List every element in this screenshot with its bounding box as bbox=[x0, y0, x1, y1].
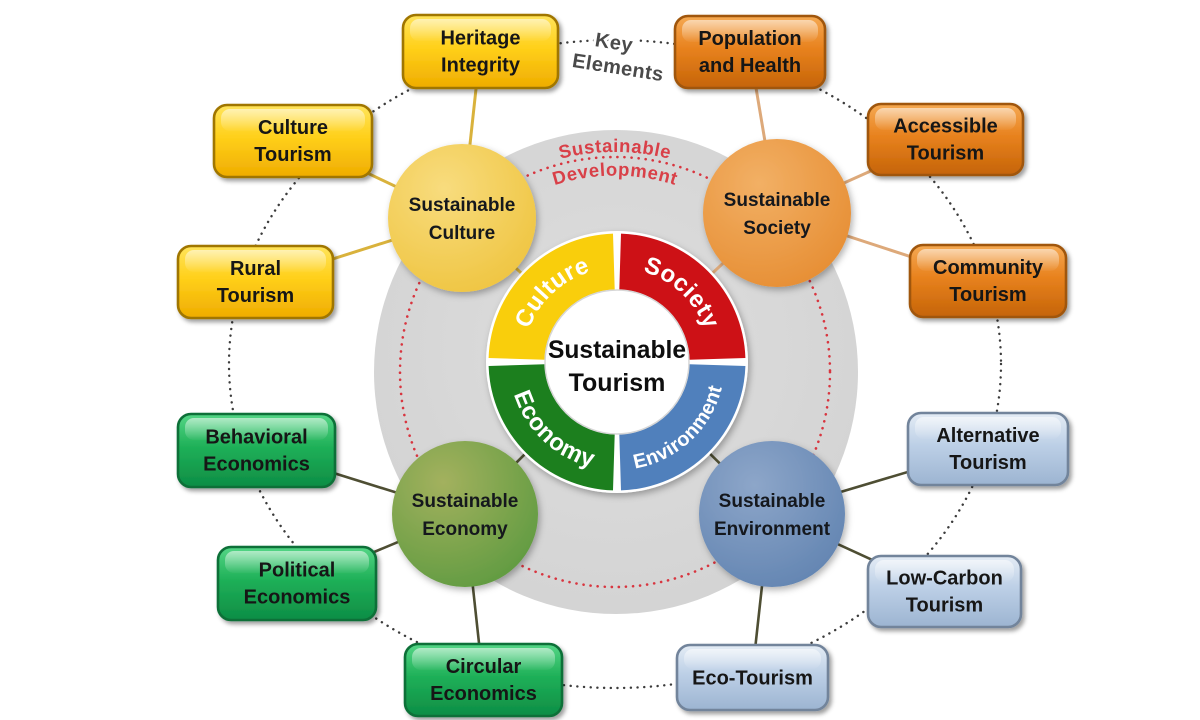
core-ring: Culture Society Environment Economy Sust… bbox=[486, 231, 748, 493]
box-surface bbox=[401, 13, 560, 90]
hub-culture-line2: Culture bbox=[429, 223, 496, 244]
hub-environment-line1: Sustainable bbox=[719, 491, 826, 512]
box-accessible-tourism: Accessible Tourism bbox=[866, 102, 1025, 177]
sustainable-development-dotted-ring bbox=[398, 155, 832, 589]
core-circle bbox=[544, 289, 690, 435]
core-title-line2: Tourism bbox=[569, 369, 666, 397]
box-surface bbox=[908, 243, 1068, 319]
box-alternative-tourism: Alternative Tourism bbox=[906, 411, 1070, 487]
box-label-line1: Community bbox=[933, 257, 1044, 279]
box-label-line2: Tourism bbox=[217, 285, 294, 307]
box-label-line1: Circular bbox=[446, 656, 522, 678]
box-label-line2: and Health bbox=[699, 55, 801, 77]
hub-economy-line2: Economy bbox=[422, 519, 508, 540]
box-community-tourism: Community Tourism bbox=[908, 243, 1068, 319]
hub-society-line2: Society bbox=[743, 218, 811, 239]
hub-sustainable-economy: Sustainable Economy bbox=[392, 441, 538, 587]
hub-circle-economy bbox=[392, 441, 538, 587]
ring-segment-economy bbox=[488, 364, 615, 491]
box-label-line1: Accessible bbox=[893, 116, 998, 138]
box-label-line1: Culture bbox=[258, 117, 328, 139]
ring-segment-society bbox=[619, 233, 746, 360]
box-surface bbox=[216, 545, 378, 622]
box-label-line1: Eco-Tourism bbox=[692, 668, 813, 690]
box-circular-economics: Circular Economics bbox=[403, 642, 564, 718]
box-surface bbox=[403, 642, 564, 718]
box-low-carbon-tourism: Low-Carbon Tourism bbox=[866, 554, 1023, 629]
hub-economy-line1: Sustainable bbox=[412, 491, 519, 512]
box-label-line2: Tourism bbox=[949, 284, 1026, 306]
box-population-and-health: Population and Health bbox=[673, 14, 827, 90]
box-eco-tourism: Eco-Tourism bbox=[675, 643, 830, 712]
box-label-line2: Tourism bbox=[254, 144, 331, 166]
box-label-line2: Economics bbox=[203, 454, 310, 476]
key-elements-caption-line1: Key bbox=[594, 29, 635, 57]
hub-circle-society bbox=[703, 139, 851, 287]
hub-circle-environment bbox=[699, 441, 845, 587]
box-label-line2: Integrity bbox=[441, 55, 521, 77]
box-surface bbox=[212, 103, 374, 179]
box-label-line1: Low-Carbon bbox=[886, 568, 1003, 590]
box-label-line2: Tourism bbox=[949, 452, 1026, 474]
box-surface bbox=[176, 412, 337, 489]
box-label-line2: Economics bbox=[244, 587, 351, 609]
box-heritage-integrity: Heritage Integrity bbox=[401, 13, 560, 90]
box-label-line1: Rural bbox=[230, 258, 281, 280]
hub-sustainable-society: Sustainable Society bbox=[703, 139, 851, 287]
box-behavioral-economics: Behavioral Economics bbox=[176, 412, 337, 489]
box-label-line2: Economics bbox=[430, 683, 537, 705]
ring-segment-culture bbox=[488, 233, 615, 360]
key-elements-caption-line2: Elements bbox=[571, 50, 665, 86]
hub-society-line1: Sustainable bbox=[724, 190, 831, 211]
core-title-line1: Sustainable bbox=[548, 336, 686, 364]
box-label-line1: Political bbox=[259, 560, 336, 582]
box-political-economics: Political Economics bbox=[216, 545, 378, 622]
box-label-line1: Alternative bbox=[936, 425, 1039, 447]
hub-sustainable-culture: Sustainable Culture bbox=[388, 144, 536, 292]
box-label-line1: Population bbox=[698, 28, 801, 50]
box-rural-tourism: Rural Tourism bbox=[176, 244, 335, 320]
hub-culture-line1: Sustainable bbox=[409, 195, 516, 216]
box-culture-tourism: Culture Tourism bbox=[212, 103, 374, 179]
hub-circle-culture bbox=[388, 144, 536, 292]
box-label-line2: Tourism bbox=[906, 595, 983, 617]
box-surface bbox=[906, 411, 1070, 487]
hub-sustainable-environment: Sustainable Environment bbox=[699, 441, 845, 587]
ring-segment-environment bbox=[619, 364, 746, 491]
hub-environment-line2: Environment bbox=[714, 519, 831, 540]
box-surface bbox=[176, 244, 335, 320]
box-surface bbox=[673, 14, 827, 90]
box-label-line2: Tourism bbox=[907, 143, 984, 165]
box-label-line1: Behavioral bbox=[205, 427, 307, 449]
box-label-line1: Heritage bbox=[440, 28, 520, 50]
key-elements-dotted-ring bbox=[227, 38, 1003, 690]
